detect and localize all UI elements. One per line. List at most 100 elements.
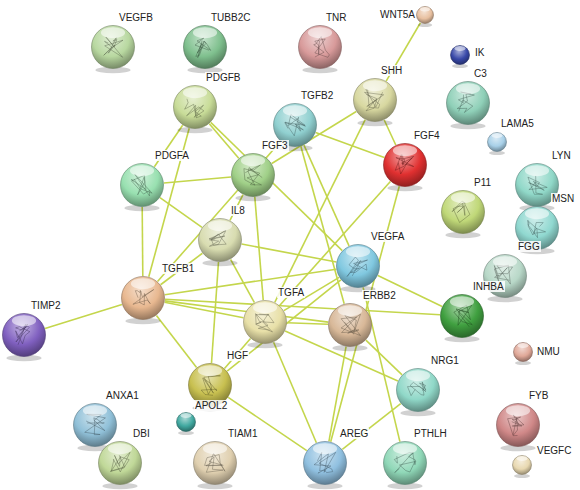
protein-node: VEGFC	[512, 455, 532, 475]
protein-node: FYB	[496, 403, 540, 447]
protein-node: WNT5A	[416, 6, 434, 24]
node-label: P11	[473, 177, 492, 188]
sphere-icon	[121, 276, 165, 320]
node-label: DBI	[132, 428, 151, 439]
node-label: TNR	[325, 12, 348, 23]
interaction-line	[304, 145, 349, 246]
protein-node: TUBB2C	[183, 25, 227, 69]
sphere-icon	[73, 403, 117, 447]
node-label: TUBB2C	[210, 12, 251, 23]
node-label: WNT5A	[379, 9, 416, 20]
protein-node: PDGFA	[120, 163, 164, 207]
node-label: VEGFC	[536, 445, 572, 456]
interaction-line	[242, 244, 337, 262]
node-label: VEGFA	[370, 231, 405, 242]
node-label: TIMP2	[30, 300, 61, 311]
sphere-icon	[183, 25, 227, 69]
sphere-icon	[98, 441, 142, 485]
interaction-line	[156, 315, 196, 367]
node-label: TGFB1	[161, 263, 195, 274]
interaction-line	[161, 253, 203, 285]
interaction-line	[141, 207, 143, 276]
node-label: C3	[473, 68, 488, 79]
interaction-line	[164, 177, 231, 183]
sphere-icon	[496, 403, 540, 447]
sphere-icon	[2, 313, 46, 357]
node-label: ANXA1	[105, 390, 140, 401]
node-label: PTHLH	[413, 428, 448, 439]
sphere-icon	[303, 441, 347, 485]
node-label: FGF3	[261, 140, 289, 151]
sphere-icon	[441, 190, 485, 234]
protein-node: VEGFA	[336, 244, 380, 288]
interaction-line	[165, 299, 440, 315]
sphere-icon	[440, 294, 484, 338]
interaction-line	[316, 133, 385, 158]
protein-node: TGFA	[243, 300, 287, 344]
sphere-icon	[353, 78, 397, 122]
protein-node: ANXA1	[73, 403, 117, 447]
interaction-line	[160, 198, 202, 228]
protein-node: NMU	[513, 342, 533, 362]
sphere-icon	[176, 412, 196, 432]
sphere-icon	[120, 163, 164, 207]
node-label: TIAM1	[227, 428, 258, 439]
node-label: AREG	[339, 428, 369, 439]
sphere-icon	[193, 441, 237, 485]
protein-node: DBI	[98, 441, 142, 485]
sphere-icon	[231, 153, 275, 197]
node-label: TGFA	[277, 287, 305, 298]
protein-node: C3	[446, 81, 490, 125]
node-label: IL8	[230, 205, 246, 216]
node-label: NMU	[536, 346, 561, 357]
node-label: LAMA5	[500, 118, 535, 129]
interaction-line	[209, 124, 238, 159]
protein-node: APOL2	[176, 412, 196, 432]
protein-node: LAMA5	[487, 132, 507, 152]
node-label: HGF	[226, 350, 249, 361]
sphere-icon	[487, 132, 507, 152]
node-label: PDGFB	[205, 72, 241, 83]
interaction-line	[158, 142, 281, 282]
protein-node: AREG	[303, 441, 347, 485]
interaction-line	[301, 146, 344, 304]
node-label: NRG1	[430, 355, 460, 366]
protein-node: FGF4	[383, 143, 427, 187]
protein-node: TGFB1	[121, 276, 165, 320]
node-label: PDGFA	[154, 150, 190, 161]
interaction-line	[224, 339, 250, 369]
node-label: TGFB2	[300, 90, 334, 101]
node-label: FYB	[528, 390, 549, 401]
interaction-line	[287, 323, 328, 324]
protein-node: VEGFB	[91, 25, 135, 69]
protein-node: IK	[450, 45, 470, 65]
node-label: MSN	[551, 193, 575, 204]
node-label: FGF4	[413, 130, 441, 141]
interaction-line	[228, 397, 307, 450]
protein-node: INHBA	[440, 294, 484, 338]
node-label: SHH	[380, 65, 403, 76]
interaction-line	[366, 340, 402, 375]
node-label: FGG	[517, 241, 541, 252]
sphere-icon	[328, 303, 372, 347]
protein-node: NRG1	[396, 368, 440, 412]
protein-node: IL8	[198, 218, 242, 262]
sphere-icon	[383, 441, 427, 485]
sphere-icon	[198, 218, 242, 262]
node-label: ERBB2	[362, 290, 397, 301]
protein-node: TIAM1	[193, 441, 237, 485]
sphere-icon	[450, 45, 470, 65]
protein-node: ERBB2	[328, 303, 372, 347]
sphere-icon	[336, 244, 380, 288]
protein-node: TNR	[298, 25, 342, 69]
node-label: IK	[474, 47, 485, 58]
protein-node: P11	[441, 190, 485, 234]
protein-node: SHH	[353, 78, 397, 122]
sphere-icon	[298, 25, 342, 69]
interaction-line	[274, 342, 317, 443]
protein-node: TIMP2	[2, 313, 46, 357]
sphere-icon	[446, 81, 490, 125]
sphere-icon	[243, 300, 287, 344]
interaction-line	[342, 404, 400, 450]
